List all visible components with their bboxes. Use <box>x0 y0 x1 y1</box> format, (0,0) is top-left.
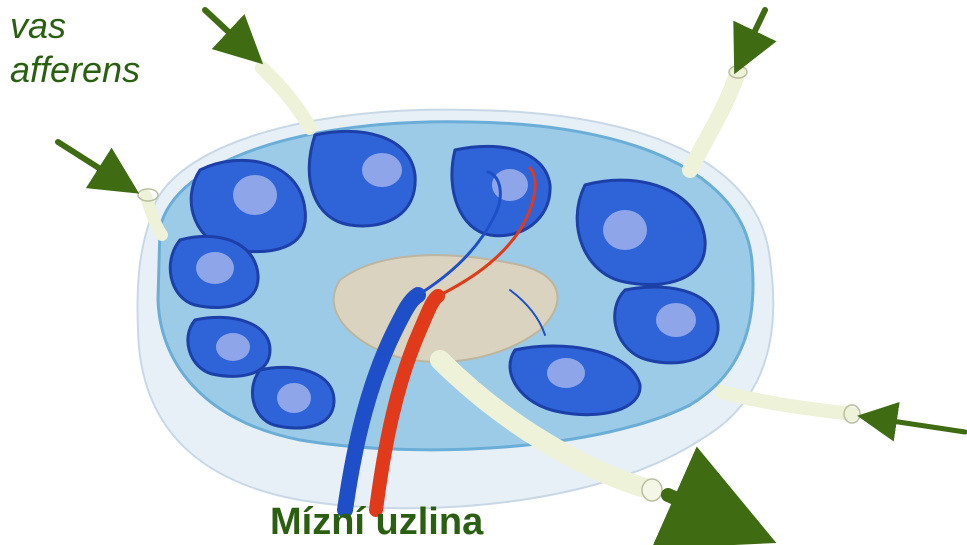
vas-afferens-vessel <box>690 72 738 170</box>
germinal-center <box>216 333 250 361</box>
diagram-title: Mízní uzlina <box>270 500 570 544</box>
arrow-icon <box>205 10 250 52</box>
germinal-center <box>233 175 277 215</box>
arrow-icon <box>742 10 765 58</box>
arrow-icon <box>668 495 738 526</box>
germinal-center <box>492 169 528 201</box>
germinal-center <box>277 383 311 413</box>
vas-afferens-vessel <box>722 392 852 414</box>
follicle <box>309 131 415 226</box>
germinal-center <box>656 303 696 337</box>
germinal-center <box>196 252 234 284</box>
germinal-center <box>603 210 647 250</box>
vas-afferens-vessel <box>262 68 310 128</box>
arrow-icon <box>872 418 965 432</box>
vas-afferens-label-line2: afferens <box>10 48 210 92</box>
germinal-center <box>362 153 402 187</box>
vas-afferens-label-line1: vas <box>10 4 210 48</box>
germinal-center <box>547 358 585 388</box>
vas-afferens-label: vas afferens <box>10 4 210 92</box>
arrow-icon <box>58 142 124 184</box>
